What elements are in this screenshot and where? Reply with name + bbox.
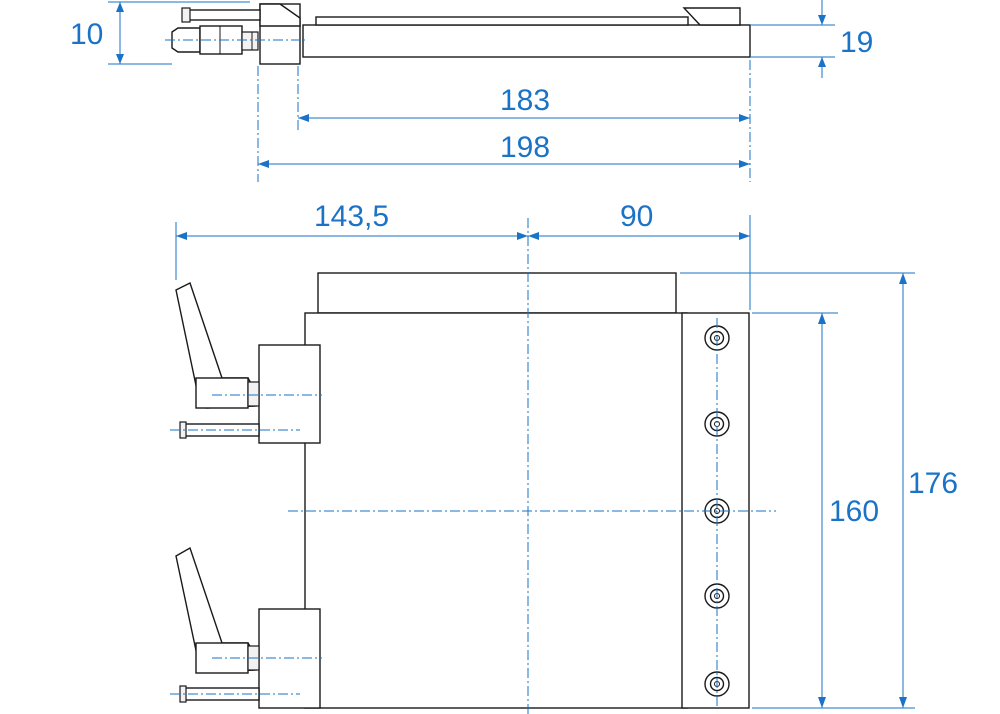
side-plate (302, 24, 751, 58)
dim160-arrow-bottom (818, 697, 826, 708)
dim10-arrow-bottom (116, 54, 124, 64)
dim176-arrow-top (899, 273, 907, 284)
dim90-arrow-left (528, 232, 539, 240)
dim-1435-label: 143,5 (314, 200, 389, 233)
dim90-arrow-right (739, 232, 750, 240)
top-strip (317, 272, 677, 314)
lower-clamp (170, 546, 322, 709)
dim-19-label: 19 (840, 26, 873, 59)
upper-clamp (170, 282, 322, 444)
upper-clamp-block (258, 344, 321, 444)
side-lever-end (181, 7, 191, 23)
side-right-jaw (682, 7, 741, 26)
dim-90-label: 90 (620, 200, 653, 233)
top-view: 143,5 90 (170, 200, 958, 714)
dim19-arrow-bottom (818, 57, 826, 67)
side-screw-collar (241, 31, 259, 51)
dim-176-label: 176 (908, 467, 958, 500)
dim198-arrow-right (739, 160, 750, 168)
upper-lever-collar (247, 381, 260, 407)
side-lever-rod (185, 9, 261, 21)
dim160-arrow-top (818, 313, 826, 324)
side-view: 10 19 183 198 (70, 0, 873, 182)
side-top-strip (315, 16, 689, 26)
upper-lever-hub (195, 377, 249, 409)
dim19-arrow-top (818, 15, 826, 25)
side-clamp-top (259, 3, 301, 27)
dim183-arrow-left (298, 114, 309, 122)
dim-10-label: 10 (70, 18, 103, 51)
dim-160-label: 160 (829, 495, 879, 528)
dim10-arrow-top (116, 2, 124, 12)
dim183-arrow-right (739, 114, 750, 122)
dim176-arrow-bottom (899, 697, 907, 708)
dim1435-arrow-right (517, 232, 528, 240)
dim198-arrow-left (258, 160, 269, 168)
dim1435-arrow-left (176, 232, 187, 240)
dim-198-label: 198 (500, 131, 550, 164)
dim-183-label: 183 (500, 84, 550, 117)
